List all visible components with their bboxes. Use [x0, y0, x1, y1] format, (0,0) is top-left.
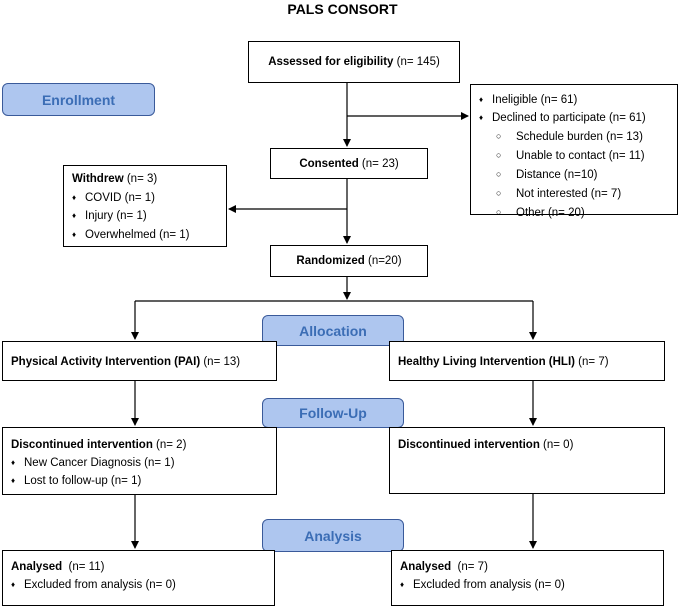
hli-analysis-item: Excluded from analysis (n= 0): [400, 576, 663, 594]
withdrew-label: Withdrew: [72, 173, 124, 185]
excluded-subitem: Distance (n=10): [496, 165, 677, 184]
assessed-label: Assessed for eligibility: [268, 56, 394, 68]
hli-followup-box: Discontinued intervention (n= 0): [389, 427, 665, 494]
withdrew-item: Overwhelmed (n= 1): [72, 226, 226, 245]
pai-followup-item: New Cancer Diagnosis (n= 1): [11, 454, 276, 472]
phase-enrollment: Enrollment: [2, 83, 155, 116]
withdrew-item: COVID (n= 1): [72, 189, 226, 208]
hli-box: Healthy Living Intervention (HLI) (n= 7): [389, 341, 665, 381]
consented-label: Consented: [299, 157, 359, 170]
pai-analysis-label: Analysed: [11, 561, 63, 573]
assessed-box: Assessed for eligibility (n= 145): [248, 41, 460, 83]
pai-followup-count: (n= 2): [152, 439, 187, 451]
excluded-item: Declined to participate (n= 61): [479, 109, 677, 127]
pai-count: (n= 13): [200, 356, 241, 368]
withdrew-count: (n= 3): [123, 173, 158, 185]
phase-analysis: Analysis: [262, 519, 404, 552]
excluded-item: Ineligible (n= 61): [479, 91, 677, 109]
phase-analysis-label: Analysis: [304, 527, 362, 544]
pai-followup-item: Lost to follow-up (n= 1): [11, 472, 276, 490]
hli-analysis-label: Analysed: [400, 561, 452, 573]
pai-followup-label: Discontinued intervention: [11, 439, 153, 451]
assessed-count: (n= 145): [393, 56, 440, 68]
pai-analysis-box: Analysed (n= 11) Excluded from analysis …: [2, 550, 275, 606]
diagram-title: PALS CONSORT: [287, 1, 398, 17]
phase-enrollment-label: Enrollment: [41, 91, 116, 108]
hli-analysis-box: Analysed (n= 7) Excluded from analysis (…: [391, 550, 664, 606]
hli-count: (n= 7): [574, 356, 609, 368]
phase-followup: Follow-Up: [262, 398, 404, 428]
pai-followup-box: Discontinued intervention (n= 2) New Can…: [2, 427, 277, 495]
hli-followup-label: Discontinued intervention: [398, 439, 540, 451]
excluded-subitem: Not interested (n= 7): [496, 184, 677, 203]
withdrew-box: Withdrew (n= 3) COVID (n= 1) Injury (n= …: [63, 165, 227, 247]
hli-label: Healthy Living Intervention (HLI): [398, 356, 575, 368]
excluded-subitem: Other (n= 20): [496, 203, 677, 222]
phase-allocation-label: Allocation: [299, 322, 367, 339]
pai-analysis-count: (n= 11): [62, 561, 105, 573]
pai-box: Physical Activity Intervention (PAI) (n=…: [2, 341, 277, 381]
randomized-box: Randomized (n=20): [270, 245, 428, 277]
pai-label: Physical Activity Intervention (PAI): [11, 356, 201, 368]
randomized-label: Randomized: [296, 255, 365, 267]
consented-box: Consented (n= 23): [270, 148, 428, 179]
pai-analysis-item: Excluded from analysis (n= 0): [11, 576, 274, 594]
phase-followup-label: Follow-Up: [299, 405, 367, 421]
randomized-count: (n=20): [364, 255, 402, 267]
withdrew-item: Injury (n= 1): [72, 207, 226, 226]
excluded-subitem: Schedule burden (n= 13): [496, 127, 677, 146]
hli-analysis-count: (n= 7): [451, 561, 488, 573]
excluded-subitem: Unable to contact (n= 11): [496, 146, 677, 165]
phase-allocation: Allocation: [262, 315, 404, 346]
consented-count: (n= 23): [358, 157, 399, 170]
hli-followup-count: (n= 0): [539, 439, 574, 451]
excluded-box: Ineligible (n= 61) Declined to participa…: [470, 84, 678, 219]
